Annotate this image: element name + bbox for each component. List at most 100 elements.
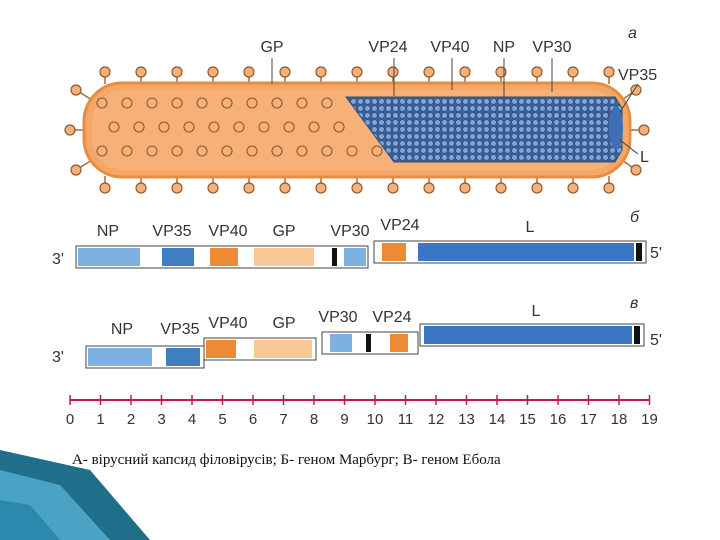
envelope-dot	[283, 121, 295, 133]
spike-head	[315, 66, 327, 78]
glycoprotein-spikes	[64, 66, 650, 194]
ebola-label-vp35: VP35	[160, 321, 199, 338]
marburg-label-vp30: VP30	[330, 223, 369, 240]
spike-head	[459, 66, 471, 78]
spike-head	[387, 182, 399, 194]
envelope-dot	[221, 97, 233, 109]
marburg-label-vp24: VP24	[380, 217, 419, 234]
spike-head	[135, 66, 147, 78]
marburg-label-vp40: VP40	[208, 223, 247, 240]
envelope-dot	[246, 145, 258, 157]
ebola-junction	[366, 334, 371, 352]
scale-tick-label: 4	[188, 411, 196, 428]
scale-tick-label: 15	[519, 411, 536, 428]
marburg-np-block	[78, 248, 140, 266]
scale-tick-label: 3	[157, 411, 165, 428]
spike-head	[567, 182, 579, 194]
panel-letter-b: б	[630, 209, 640, 226]
spike-head	[459, 182, 471, 194]
envelope-dot	[271, 145, 283, 157]
ebola-label-gp: GP	[272, 315, 295, 332]
scale-tick-label: 8	[310, 411, 318, 428]
virion-labels: GP VP24 VP40 NP VP30 VP35 L	[260, 39, 657, 166]
ebola-label-vp30: VP30	[318, 309, 357, 326]
label-vp35: VP35	[618, 67, 657, 84]
envelope-dot	[321, 97, 333, 109]
spike-head	[243, 182, 255, 194]
envelope-dot	[308, 121, 320, 133]
marburg-label-gp: GP	[272, 223, 295, 240]
ebola-vp24-block	[390, 334, 408, 352]
scale-tick-label: 7	[279, 411, 287, 428]
envelope-dot	[196, 97, 208, 109]
marburg-vp40-block	[210, 248, 238, 266]
spike-head	[495, 182, 507, 194]
decor-wedge	[0, 450, 150, 540]
marburg-label-l: L	[526, 219, 535, 236]
ebola-label-np: NP	[111, 321, 133, 338]
ebola-gp-block	[254, 340, 312, 358]
spike-head	[99, 66, 111, 78]
scale-tick-label: 14	[489, 411, 506, 428]
scale-tick-label: 17	[580, 411, 597, 428]
spike-head	[351, 66, 363, 78]
envelope-dot	[258, 121, 270, 133]
marburg-vp30-block	[344, 248, 366, 266]
envelope-dot	[271, 97, 283, 109]
spike-head	[171, 66, 183, 78]
spike-head	[638, 124, 650, 136]
scale-tick-label: 0	[66, 411, 74, 428]
scale-tick-label: 9	[340, 411, 348, 428]
marburg-genome: 3' 5' NP VP35 VP40 GP VP30 VP24 L	[52, 217, 662, 269]
envelope-dot	[171, 145, 183, 157]
panel-letter-c: в	[630, 295, 638, 312]
envelope-dot	[296, 97, 308, 109]
envelope-dot	[108, 121, 120, 133]
figure-caption: А- вірусний капсид філовірусів; Б- геном…	[72, 452, 501, 468]
spike-head	[603, 66, 615, 78]
marburg-junction	[332, 248, 337, 266]
spike-head	[531, 182, 543, 194]
ebola-l-block	[424, 326, 632, 344]
scale-tick-label: 2	[127, 411, 135, 428]
ebola-vp30-block	[330, 334, 352, 352]
envelope-dot	[208, 121, 220, 133]
spike-head	[99, 182, 111, 194]
label-gp: GP	[260, 39, 283, 56]
ebola-5prime: 5'	[650, 332, 662, 349]
marburg-vp35-block	[162, 248, 194, 266]
virion-leader-lines	[271, 58, 639, 155]
label-vp30: VP30	[532, 39, 571, 56]
spike-head	[207, 182, 219, 194]
marburg-vp24-block	[382, 243, 406, 261]
spike-head	[64, 124, 76, 136]
spike-head	[279, 182, 291, 194]
marburg-trailer	[636, 243, 642, 261]
envelope-dot	[233, 121, 245, 133]
nucleocapsid-tip	[609, 106, 623, 150]
panel-letter-a: а	[628, 25, 637, 42]
envelope-dot	[296, 145, 308, 157]
spike-head	[351, 182, 363, 194]
envelope-dot	[183, 121, 195, 133]
envelope-dot	[221, 145, 233, 157]
spike-head	[243, 66, 255, 78]
spike-head	[630, 84, 642, 96]
ebola-label-l: L	[532, 303, 541, 320]
marburg-l-block	[418, 243, 634, 261]
scale-tick-label: 6	[249, 411, 257, 428]
ebola-np-block	[88, 348, 152, 366]
envelope-proteins	[96, 97, 383, 157]
ebola-genome: 3' 5' NP VP35 VP40 GP VP30 VP24 L	[52, 303, 662, 369]
spike-head	[630, 164, 642, 176]
spike-head	[279, 66, 291, 78]
envelope-dot	[121, 97, 133, 109]
label-vp24: VP24	[368, 39, 407, 56]
marburg-3prime: 3'	[52, 251, 64, 268]
envelope-dot	[171, 97, 183, 109]
spike-head	[70, 84, 82, 96]
envelope-dot	[146, 145, 158, 157]
marburg-5prime: 5'	[650, 245, 662, 262]
envelope-dot	[321, 145, 333, 157]
